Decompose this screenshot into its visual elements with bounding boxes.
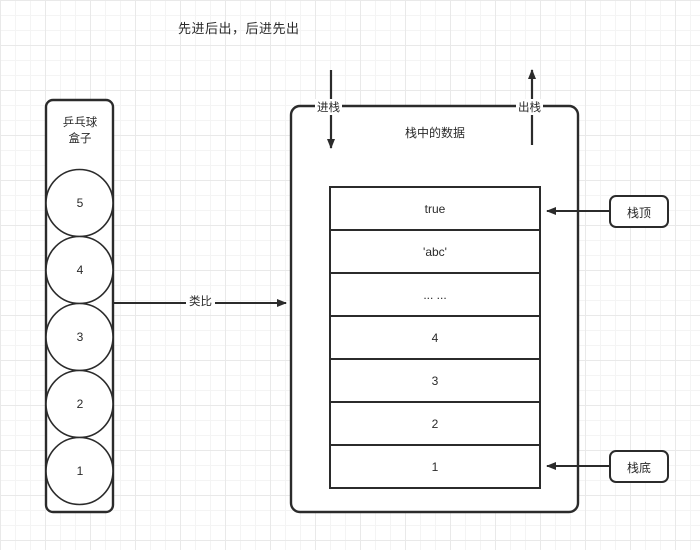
stack-cell-label-4: 3 xyxy=(431,374,439,388)
page-title: 先进后出，后进先出 xyxy=(178,21,300,36)
ball-label-4: 4 xyxy=(76,263,84,277)
ball-label-2: 2 xyxy=(76,397,84,411)
stack-cell-rect-1 xyxy=(329,229,541,274)
stack-cell-label-5: 2 xyxy=(431,417,439,431)
stack-heading: 栈中的数据 xyxy=(404,126,465,140)
stack-cell-rect-6 xyxy=(329,444,541,489)
stack-cell-rect-2 xyxy=(329,272,541,317)
ball-label-5: 5 xyxy=(76,196,84,210)
stack-cell-label-1: 'abc' xyxy=(423,245,447,259)
pop-arrow-label: 出栈 xyxy=(516,99,543,115)
push-arrow-label: 进栈 xyxy=(315,99,342,115)
stack-cell-label-0: true xyxy=(424,202,446,216)
ball-label-3: 3 xyxy=(76,330,84,344)
stack-bottom-callout-label: 栈底 xyxy=(626,461,651,475)
stack-cell-rect-3 xyxy=(329,315,541,360)
ball-label-1: 1 xyxy=(76,464,84,478)
ball-box-label: 乒乓球 盒子 xyxy=(47,115,113,147)
stack-cell-rect-0 xyxy=(329,186,541,231)
analogy-arrow-label: 类比 xyxy=(186,293,215,309)
stack-cell-rect-4 xyxy=(329,358,541,403)
stack-cell-label-6: 1 xyxy=(431,460,439,474)
ball-circle-1 xyxy=(45,436,114,506)
stack-top-callout-label: 栈顶 xyxy=(626,206,651,220)
ball-box-label-line1: 乒乓球 xyxy=(62,117,98,129)
ball-box-label-line2: 盒子 xyxy=(68,133,92,145)
stack-cell-label-3: 4 xyxy=(431,331,439,345)
stack-cell-rect-5 xyxy=(329,401,541,446)
stack-cell-label-2: ... ... xyxy=(423,288,447,302)
